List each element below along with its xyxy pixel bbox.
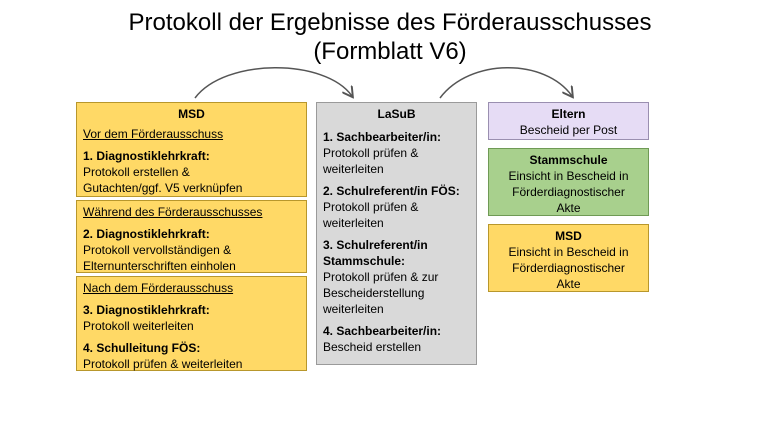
stammschule-text-1: Einsicht in Bescheid in (508, 169, 629, 183)
msd-during-heading: Während des Förderausschusses (83, 205, 263, 219)
title-line-1: Protokoll der Ergebnisse des Förderaussc… (128, 9, 652, 36)
eltern-title: Eltern (551, 107, 586, 121)
msd-before-box: MSD Vor dem Förderausschuss 1. Diagnosti… (76, 102, 307, 197)
msd-during-step-title: 2. Diagnostiklehrkraft: (83, 227, 210, 241)
msd-right-title: MSD (555, 229, 582, 243)
msd-before-heading: Vor dem Förderausschuss (83, 127, 224, 141)
lasub-box: LaSuB 1. Sachbearbeiter/in: Protokoll pr… (316, 102, 477, 365)
msd-header: MSD (178, 107, 205, 121)
msd-right-text-2: Förderdiagnostischer (512, 261, 625, 275)
lasub-step3-text-3: weiterleiten (323, 302, 384, 316)
msd-after-step4-title: 4. Schulleitung FÖS: (83, 341, 201, 355)
msd-right-text-3: Akte (556, 277, 581, 291)
lasub-step1-title: 1. Sachbearbeiter/in: (323, 130, 442, 144)
msd-before-step-text-1: Protokoll erstellen & (83, 165, 190, 179)
msd-after-box: Nach dem Förderausschuss 3. Diagnostikle… (76, 276, 307, 371)
title-line-2: (Formblatt V6) (313, 38, 467, 65)
msd-after-step3-title: 3. Diagnostiklehrkraft: (83, 303, 210, 317)
eltern-text: Bescheid per Post (519, 123, 618, 137)
stammschule-title: Stammschule (529, 153, 608, 167)
lasub-step3-text-2: Bescheiderstellung (323, 286, 425, 300)
lasub-step4-text: Bescheid erstellen (323, 340, 422, 354)
msd-right-text-1: Einsicht in Bescheid in (508, 245, 629, 259)
lasub-step3-title-1: 3. Schulreferent/in (323, 238, 428, 252)
msd-during-step-text-1: Protokoll vervollständigen & (83, 243, 232, 257)
stammschule-box: Stammschule Einsicht in Bescheid in Förd… (488, 148, 649, 216)
lasub-step2-text-1: Protokoll prüfen & (323, 200, 419, 214)
lasub-step3-text-1: Protokoll prüfen & zur (323, 270, 439, 284)
arrow-msd-to-lasub (194, 67, 352, 98)
lasub-step2-text-2: weiterleiten (323, 216, 384, 230)
msd-after-step3-text: Protokoll weiterleiten (83, 319, 194, 333)
msd-right-box: MSD Einsicht in Bescheid in Förderdiagno… (488, 224, 649, 292)
lasub-step2-title: 2. Schulreferent/in FÖS: (323, 184, 460, 198)
msd-after-step4-text: Protokoll prüfen & weiterleiten (83, 357, 243, 371)
lasub-step4-title: 4. Sachbearbeiter/in: (323, 324, 442, 338)
page-title: Protokoll der Ergebnisse des Förderaussc… (0, 8, 780, 66)
arrow-lasub-to-recipients (439, 67, 572, 98)
msd-during-step-text-2: Elternunterschriften einholen (83, 259, 236, 273)
lasub-header: LaSuB (377, 107, 416, 121)
msd-after-heading: Nach dem Förderausschuss (83, 281, 234, 295)
lasub-step1-text-2: weiterleiten (323, 162, 384, 176)
msd-before-step-title: 1. Diagnostiklehrkraft: (83, 149, 210, 163)
lasub-step1-text-1: Protokoll prüfen & (323, 146, 419, 160)
stammschule-text-3: Akte (556, 201, 581, 215)
lasub-step3-title-2: Stammschule: (323, 254, 406, 268)
eltern-box: Eltern Bescheid per Post (488, 102, 649, 140)
stammschule-text-2: Förderdiagnostischer (512, 185, 625, 199)
msd-before-step-text-2: Gutachten/ggf. V5 verknüpfen (83, 181, 243, 195)
msd-during-box: Während des Förderausschusses 2. Diagnos… (76, 200, 307, 273)
